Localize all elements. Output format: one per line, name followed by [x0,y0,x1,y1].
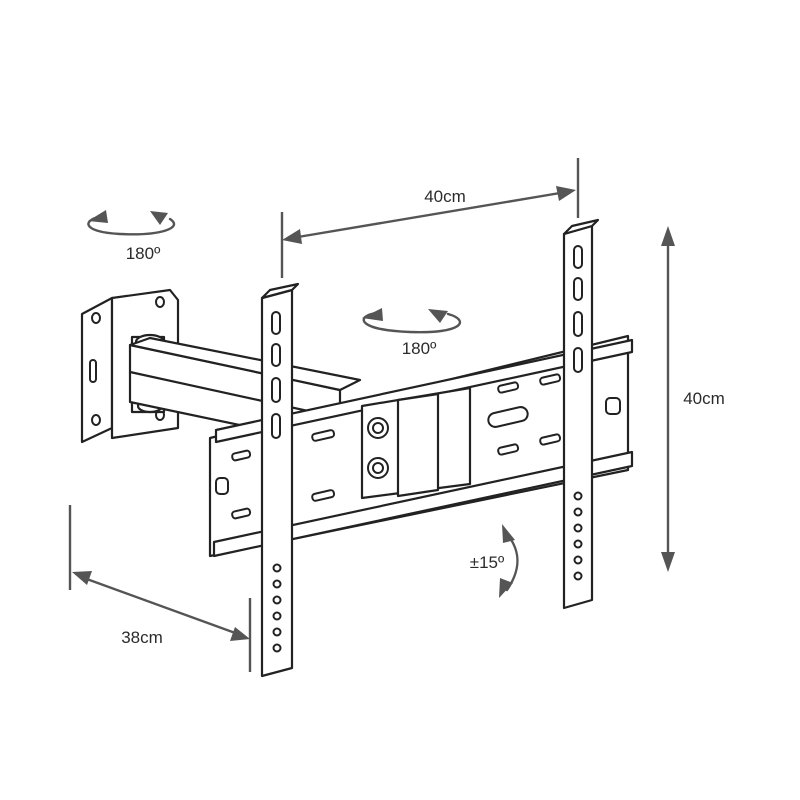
tilt-label: ±15º [470,553,504,572]
wall-plate-slot [89,359,97,383]
strap-slot [573,245,583,269]
right-vertical-strap [562,218,600,610]
strap-slot [573,311,583,337]
strap-slot [271,311,281,335]
strap-hole [573,523,583,533]
strap-slot [271,343,281,367]
pivot-bolt-inner [372,422,384,434]
wall-swivel-indicator: 180º [87,210,176,263]
rail-slot [231,449,252,462]
wall-swivel-label: 180º [126,244,161,263]
strap-slot [573,347,583,373]
strap-slot [573,277,583,301]
wall-plate-hole [91,312,101,324]
strap-slot [271,413,281,439]
arrow-left-icon [72,571,92,585]
tilt-arrow-down-icon [499,578,513,598]
rotation-arrow-right-icon [428,309,448,323]
rail-slot [311,429,336,442]
rotation-arrow-right-icon [150,211,168,225]
rail-bottom-lip [212,450,634,558]
dimension-line [291,190,567,240]
depth-label: 38cm [121,628,163,647]
rail-slot [497,443,520,456]
strap-hole [573,571,583,581]
strap-hole [272,643,282,653]
pivot-block-front [396,392,440,498]
tilt-indicator: ±15º [470,524,519,598]
arrow-up-icon [661,226,675,246]
strap-top [562,218,600,236]
dimension-line [83,576,239,636]
strap-hole [272,595,282,605]
rotation-arrow-left-icon [362,308,383,321]
tilt-arrow-up-icon [502,524,515,543]
horizontal-rail [208,334,634,558]
right-height-label: 40cm [683,389,725,408]
rail-end-knob [215,477,229,495]
rail-slot [539,433,562,446]
rail-end-knob [605,397,621,415]
arrow-down-icon [661,552,675,572]
wall-plate-hole [155,296,165,308]
strap-hole [573,507,583,517]
left-vertical-strap [260,282,300,678]
plate-swivel-label: 180º [402,339,437,358]
rotation-arrow-left-icon [88,210,108,223]
strap-hole [573,555,583,565]
arrow-left-icon [282,229,302,244]
rail-top-lip [214,338,634,444]
rail-slot [497,381,520,394]
rail-slot [231,507,252,520]
strap-slot [271,377,281,403]
top-width-label: 40cm [424,187,466,206]
rail-slot [539,373,562,386]
depth-dimension: 38cm [68,505,252,672]
strap-hole [272,579,282,589]
plate-swivel-indicator: 180º [362,308,461,358]
right-height-dimension: 40cm [661,226,725,572]
strap-hole [573,539,583,549]
pivot-bolt-inner [372,462,384,474]
strap-hole [272,627,282,637]
rail-slot [311,489,336,502]
wall-plate-hole [91,414,101,426]
strap-hole [272,563,282,573]
arrow-right-icon [556,186,576,201]
arrow-right-icon [230,627,250,641]
rail-slot-large [487,406,529,428]
strap-top [260,282,300,300]
strap-hole [573,491,583,501]
strap-hole [272,611,282,621]
top-width-dimension: 40cm [280,158,580,278]
